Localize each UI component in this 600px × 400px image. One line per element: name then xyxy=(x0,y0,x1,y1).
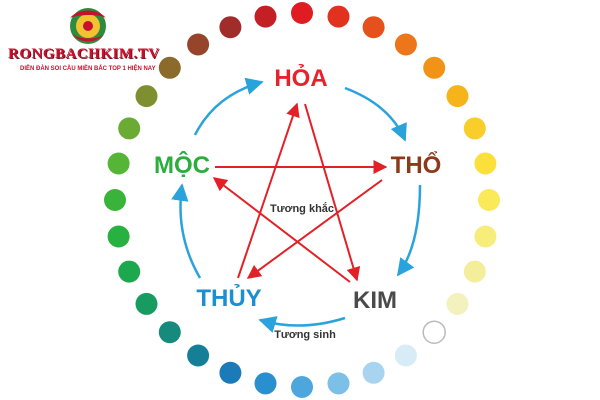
ring-dot xyxy=(362,361,385,384)
logo-tagline: DIỄN ĐÀN SOI CẦU MIỀN BẮC TOP 1 HIỆN NAY xyxy=(20,66,156,72)
ring-dot xyxy=(446,85,469,108)
ring-dot xyxy=(474,152,497,175)
ring-dot xyxy=(394,33,417,56)
ring-dot xyxy=(219,361,242,384)
ring-dot xyxy=(135,85,158,108)
label-kim: KIM xyxy=(353,287,397,314)
arrow-tho-to-kim xyxy=(396,184,422,277)
arrow-hoa-to-kim xyxy=(304,103,361,282)
ring-dot xyxy=(254,372,277,395)
ring-dot xyxy=(474,225,497,248)
ring-dot xyxy=(446,292,469,315)
ring-dot xyxy=(463,117,486,140)
arrow-thuy-to-moc xyxy=(171,183,202,279)
site-logo[interactable]: RONGBACHKIM.TV DIỄN ĐÀN SOI CẦU MIỀN BẮC… xyxy=(2,2,192,82)
arrow-tho-to-thuy xyxy=(246,179,383,279)
ring-dot xyxy=(104,189,126,211)
ring-dot xyxy=(291,376,313,398)
ring-dot xyxy=(362,16,385,39)
logo-title: RONGBACHKIM.TV xyxy=(8,46,160,62)
ring-dot xyxy=(422,320,446,344)
label-thuy: THỦY xyxy=(196,283,261,312)
color-dot-ring xyxy=(104,2,500,398)
arrow-kim-to-thuy xyxy=(258,316,346,333)
ring-dot xyxy=(107,225,130,248)
ring-dot xyxy=(254,5,277,28)
ring-dot xyxy=(158,321,181,344)
ring-dot xyxy=(463,260,486,283)
ring-dot xyxy=(327,5,350,28)
arrow-kim-to-moc xyxy=(212,177,351,283)
ring-dot xyxy=(107,152,130,175)
ring-dot xyxy=(187,344,210,367)
dragon-emblem-icon xyxy=(70,8,106,44)
generating-cycle-arrows xyxy=(171,77,422,333)
ring-dot xyxy=(187,33,210,56)
label-tuong-sinh: Tương sinh xyxy=(274,329,336,341)
arrow-moc-to-hoa xyxy=(193,77,264,136)
ring-dot xyxy=(118,117,141,140)
label-hoa: HỎA xyxy=(274,63,327,92)
ring-dot xyxy=(135,292,158,315)
label-tuong-khac: Tương khắc xyxy=(270,202,334,215)
ring-dot xyxy=(394,344,417,367)
ring-dot xyxy=(423,56,446,79)
ring-dot xyxy=(327,372,350,395)
arrow-hoa-to-tho xyxy=(344,86,407,142)
ring-dot xyxy=(478,189,500,211)
arrow-thuy-to-hoa xyxy=(237,102,300,279)
label-tho: THỔ xyxy=(391,151,442,179)
ring-dot xyxy=(219,16,242,39)
controlling-cycle-arrows xyxy=(212,102,388,283)
label-moc: MỘC xyxy=(154,151,210,179)
ring-dot xyxy=(291,2,313,24)
ring-dot xyxy=(118,260,141,283)
ring-dot xyxy=(158,56,181,79)
